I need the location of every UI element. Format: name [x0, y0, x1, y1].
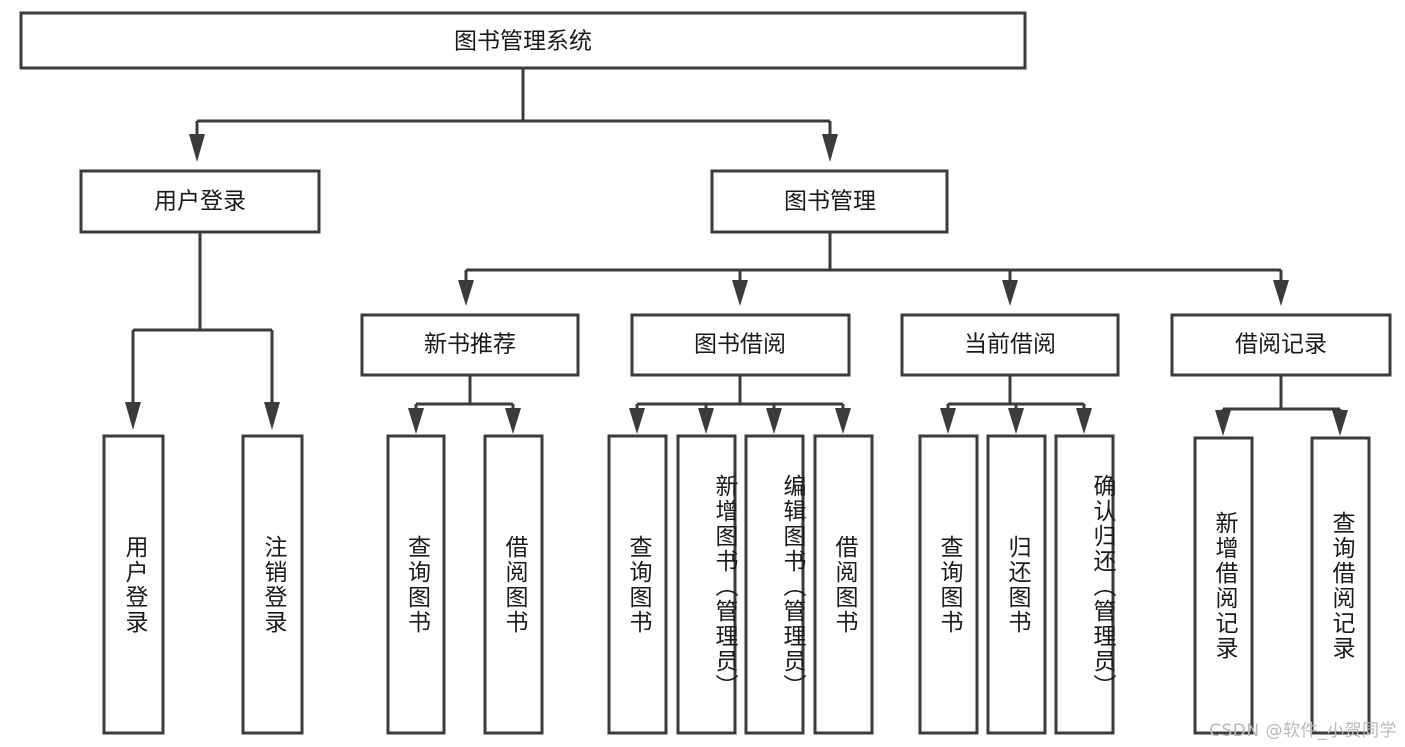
connector-book-borrow-to-leaves: [629, 376, 851, 434]
arrow-head-leaf-confirm-return: [1076, 408, 1092, 434]
node-new-book-recommend-box[interactable]: [360, 313, 580, 377]
arrow-head-leaf-borrow-book-1: [505, 408, 521, 434]
arrow-head-book-borrow: [732, 280, 748, 306]
leaf-user-login-box[interactable]: [102, 434, 165, 735]
node-root[interactable]: 图书管理系统: [19, 11, 1027, 70]
arrow-head-leaf-borrow-book-2: [835, 408, 851, 434]
arrow-head-leaf-add-book: [698, 408, 714, 434]
arrow-head-leaf-query-record: [1332, 410, 1348, 436]
connector-new-book-recommend-to-leaves: [408, 376, 521, 434]
arrow-head-leaf-add-record: [1215, 410, 1231, 436]
arrow-head-borrow-record: [1273, 280, 1289, 306]
node-book-borrow-label: 图书借阅: [694, 332, 786, 358]
connector-borrow-record-to-leaves: [1215, 376, 1348, 436]
node-root-box[interactable]: [19, 11, 1027, 70]
leaf-add-book-box[interactable]: [676, 434, 737, 735]
leaf-query-book-1-box[interactable]: [386, 434, 446, 735]
node-new-book-recommend[interactable]: 新书推荐: [360, 313, 580, 377]
arrow-head-leaf-query-book-2: [629, 408, 645, 434]
leaf-boxes: [102, 434, 1371, 735]
node-book-manage[interactable]: 图书管理: [710, 169, 949, 234]
node-borrow-record[interactable]: 借阅记录: [1170, 313, 1392, 377]
node-book-manage-label: 图书管理: [784, 189, 876, 215]
arrow-head-current-borrow: [1002, 280, 1018, 306]
node-book-borrow-box[interactable]: [630, 313, 851, 377]
arrow-head-book-manage: [822, 134, 838, 162]
arrow-head-leaf-logout: [264, 402, 280, 430]
arrow-head-new-book-recommend: [458, 280, 474, 306]
node-user-login[interactable]: 用户登录: [79, 169, 321, 234]
node-user-login-box[interactable]: [79, 169, 321, 234]
connector-current-borrow-to-leaves: [940, 376, 1092, 434]
arrow-head-leaf-query-book-1: [408, 408, 424, 434]
arrow-head-leaf-edit-book: [766, 408, 782, 434]
arrow-head-leaf-return-book: [1008, 408, 1024, 434]
node-current-borrow-box[interactable]: [900, 313, 1120, 377]
node-current-borrow[interactable]: 当前借阅: [900, 313, 1120, 377]
leaf-borrow-book-2-box[interactable]: [813, 434, 874, 735]
arrow-head-user-login: [189, 134, 205, 162]
leaf-borrow-book-1-box[interactable]: [483, 434, 544, 735]
leaf-confirm-return-box[interactable]: [1054, 434, 1115, 735]
node-book-manage-box[interactable]: [710, 169, 949, 234]
leaf-query-record-box[interactable]: [1310, 436, 1371, 735]
node-user-login-label: 用户登录: [154, 189, 246, 215]
leaf-add-record-box[interactable]: [1193, 436, 1254, 735]
connector-root-to-level2: [189, 69, 838, 162]
leaf-query-book-3-box[interactable]: [918, 434, 979, 735]
leaf-query-book-2-box[interactable]: [607, 434, 668, 735]
node-borrow-record-label: 借阅记录: [1235, 332, 1327, 358]
leaf-logout-box[interactable]: [241, 434, 304, 735]
connector-user-login-to-leaves: [125, 233, 280, 430]
arrow-head-leaf-query-book-3: [940, 408, 956, 434]
node-book-borrow[interactable]: 图书借阅: [630, 313, 851, 377]
node-borrow-record-box[interactable]: [1170, 313, 1392, 377]
node-new-book-recommend-label: 新书推荐: [424, 332, 516, 358]
node-root-label: 图书管理系统: [454, 29, 592, 55]
leaf-return-book-box[interactable]: [986, 434, 1047, 735]
leaf-edit-book-box[interactable]: [744, 434, 805, 735]
arrow-head-leaf-user-login: [125, 402, 141, 430]
node-current-borrow-label: 当前借阅: [964, 332, 1056, 358]
csdn-watermark: CSDN @软件_小贺同学: [1209, 721, 1397, 741]
connector-book-manage-to-level3: [458, 233, 1289, 306]
